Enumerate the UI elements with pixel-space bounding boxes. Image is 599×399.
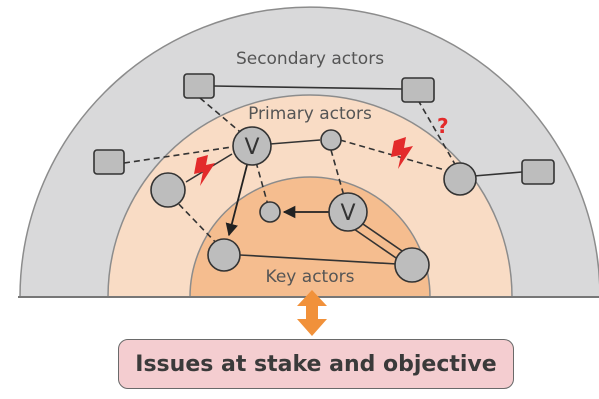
key-small-actor-node	[259, 201, 281, 223]
primary-v-actor-node	[232, 126, 272, 166]
primary-actor-node	[320, 129, 342, 151]
dashed-link	[171, 196, 223, 250]
dashed-link	[417, 99, 457, 167]
secondary-actor-node	[521, 159, 555, 185]
key-actor-node	[207, 238, 241, 272]
key-v-label: V	[340, 201, 355, 226]
primary-v-label: V	[244, 135, 259, 160]
secondary-actors-label: Secondary actors	[236, 49, 384, 69]
key-v-actor-node	[328, 192, 368, 232]
double-link	[359, 221, 406, 254]
dashed-link	[123, 146, 233, 164]
solid-link	[473, 171, 523, 177]
double-headed-arrow-icon	[297, 290, 327, 336]
solid-link	[213, 85, 403, 90]
question-mark: ?	[437, 114, 449, 138]
secondary-actor-node	[401, 77, 435, 103]
secondary-actor-node	[183, 73, 215, 99]
dashed-links	[123, 97, 460, 250]
solid-link	[239, 254, 398, 265]
dashed-link	[199, 97, 253, 143]
double-link	[353, 228, 400, 261]
lightning-bolt-icon	[194, 155, 215, 186]
issues-at-stake-box: Issues at stake and objective	[118, 339, 514, 389]
key-actors-zone	[189, 176, 431, 298]
arrow-primary-v-to-key-node	[225, 164, 248, 237]
key-actor-node	[394, 247, 430, 283]
solid-link	[269, 139, 321, 145]
primary-actor-node	[443, 162, 477, 196]
primary-actor-node	[150, 172, 186, 208]
dashed-link	[339, 139, 460, 175]
primary-actors-label: Primary actors	[248, 104, 372, 124]
secondary-actor-node	[93, 149, 125, 175]
dashed-link	[255, 161, 269, 206]
lightning-bolt-icon	[391, 137, 413, 169]
key-actors-label: Key actors	[266, 267, 355, 287]
dashed-link	[330, 149, 345, 197]
